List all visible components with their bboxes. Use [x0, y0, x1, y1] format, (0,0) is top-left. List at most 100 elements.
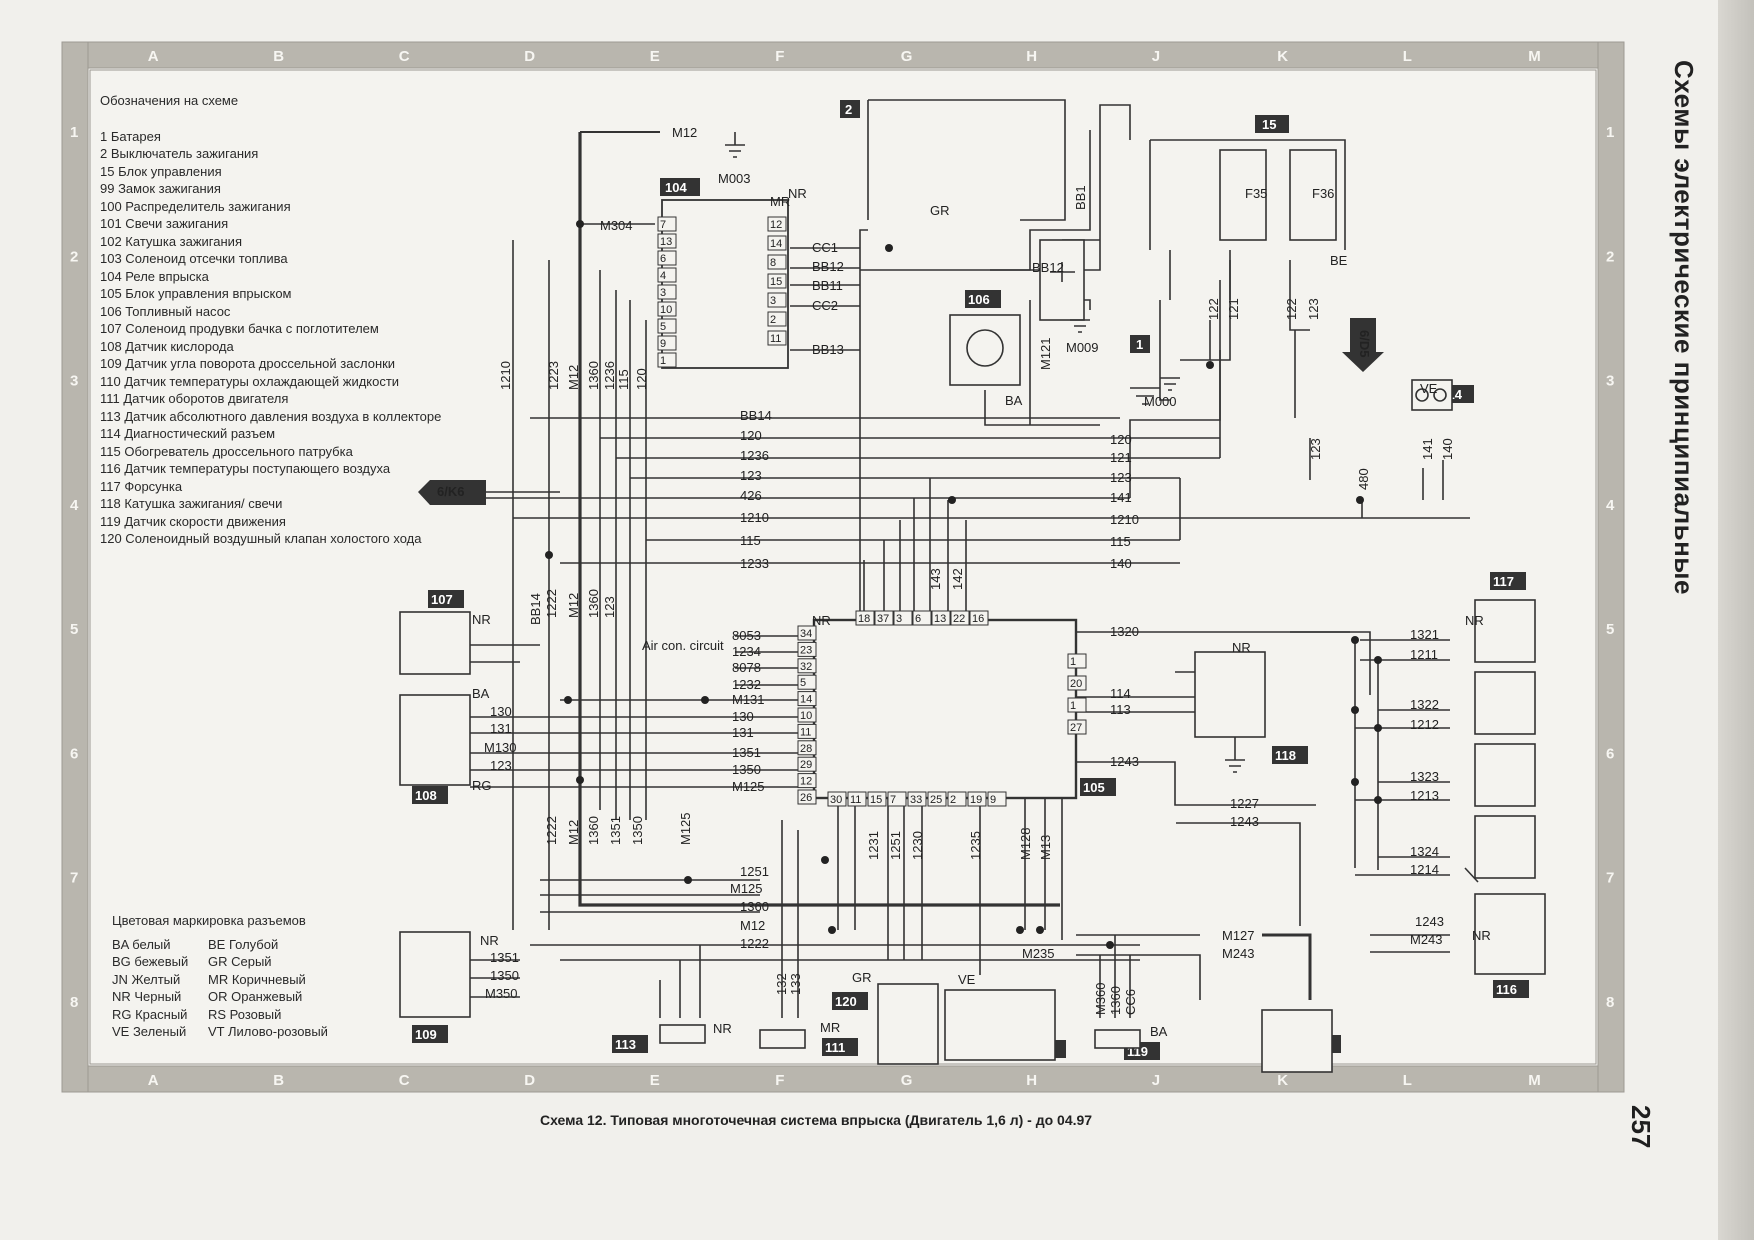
- wire-label: 115: [1110, 534, 1131, 549]
- grid-row-label: 2: [1606, 248, 1614, 265]
- wire-label: 141: [1110, 490, 1132, 505]
- legend-item: 118 Катушка зажигания/ свечи: [100, 496, 283, 511]
- tag-1: 1: [1130, 335, 1150, 353]
- ecu-left-pin-box: [797, 740, 817, 756]
- ecu-left-pin-box: [797, 707, 817, 723]
- grid-row-label: 8: [70, 994, 78, 1011]
- wire-label: 1210: [740, 510, 769, 525]
- ecu-left-pin-box: [797, 723, 817, 739]
- wire-label: 1235: [968, 831, 983, 860]
- ecu-bottom-pin-box: [907, 791, 927, 807]
- wire-label: BB13: [812, 342, 844, 357]
- wire-label: 1210: [498, 361, 513, 390]
- wire-label: M243: [1410, 932, 1443, 947]
- ground-symbols: [725, 132, 1245, 773]
- ecu-left-pin-box: [797, 691, 817, 707]
- legend-item: 103 Соленоид отсечки топлива: [100, 251, 288, 266]
- grid-row-label: 3: [1606, 373, 1614, 390]
- wire-label: 1243: [1230, 814, 1259, 829]
- tag-120: 120: [832, 992, 868, 1010]
- wire-label: 123: [1308, 438, 1323, 460]
- relay-left-pin: 7: [660, 219, 666, 231]
- tag-107: 107: [428, 590, 464, 608]
- ecu-top-pin: 16: [972, 613, 984, 625]
- ecu-top-pin-box: [893, 610, 913, 626]
- wire-label: NR: [1465, 613, 1484, 628]
- wire-label: 1230: [910, 831, 925, 860]
- wire-label: BA: [1005, 393, 1023, 408]
- arrow-left-icon: [418, 480, 486, 505]
- svg-text:2: 2: [845, 102, 852, 117]
- ecu-left-pin-box: [797, 756, 817, 772]
- relay-left-pin: 13: [660, 236, 672, 248]
- wire-label: NR: [1472, 928, 1491, 943]
- ecu-left-pin: 10: [800, 710, 812, 722]
- relay-left-pin: 9: [660, 338, 666, 350]
- grid-column-label: E: [650, 48, 660, 65]
- relay-right-pin-box: [767, 330, 787, 346]
- svg-text:117: 117: [1493, 574, 1514, 589]
- ecu-left-pin: 26: [800, 792, 812, 804]
- grid-row-label: 4: [70, 497, 79, 514]
- svg-text:118: 118: [1275, 748, 1296, 763]
- wire-label: RG: [472, 778, 492, 793]
- ecu-bottom-pin-box: [987, 791, 1007, 807]
- tag-109: 109: [412, 1025, 448, 1043]
- wire-label: 114: [1110, 686, 1131, 701]
- grid-column-label: F: [775, 48, 784, 65]
- svg-text:107: 107: [431, 592, 453, 607]
- svg-text:116: 116: [1496, 982, 1517, 997]
- figure-caption: Схема 12. Типовая многоточечная система …: [540, 1112, 1093, 1128]
- relay-right-pin-box: [767, 311, 787, 327]
- svg-text:109: 109: [415, 1027, 437, 1042]
- wire-label: BA: [1150, 1024, 1168, 1039]
- relay-left-pin-box: [657, 233, 677, 249]
- ecu-left-pin: 5: [800, 677, 806, 689]
- wire-label: 1227: [1230, 796, 1259, 811]
- grid-column-label: F: [775, 1072, 784, 1089]
- grid-row-label: 5: [1606, 621, 1614, 638]
- svg-text:105: 105: [1083, 780, 1105, 795]
- relay-right-pin: 14: [770, 238, 782, 250]
- color-key-item: VE Зеленый: [112, 1024, 187, 1039]
- ecu-top-pin: 3: [896, 613, 902, 625]
- ecu-top-pin-box: [874, 610, 894, 626]
- ecu-bottom-pin-box: [967, 791, 987, 807]
- wire-label: 113: [1110, 702, 1131, 717]
- wire-label: M127: [1222, 928, 1255, 943]
- wire-label: 1251: [740, 864, 769, 879]
- wire-label: 120: [740, 428, 762, 443]
- wire-label: 123: [602, 596, 617, 618]
- color-key-heading: Цветовая маркировка разъемов: [112, 913, 306, 928]
- wire-label: 1236: [602, 361, 617, 390]
- ecu-top-pin: 37: [877, 613, 889, 625]
- wire-label: 140: [1440, 438, 1455, 460]
- grid-column-label: M: [1528, 48, 1541, 65]
- ecu-bottom-pin-box: [947, 791, 967, 807]
- tag-108: 108: [412, 786, 448, 804]
- wire-label: 1322: [1410, 697, 1439, 712]
- wire-label: 132: [774, 973, 789, 995]
- ecu-bottom-pin-box: [927, 791, 947, 807]
- wire-label: 130: [732, 709, 754, 724]
- wire-label: 115: [740, 533, 761, 548]
- wire-label: 122: [1284, 298, 1299, 320]
- ecu-left-pin-box: [797, 789, 817, 805]
- wire-label: M12: [740, 918, 765, 933]
- grid-row-label: 7: [1606, 870, 1614, 887]
- relay-left-pin-box: [657, 250, 677, 266]
- wire-label: CC2: [812, 298, 838, 313]
- wire-label: 142: [950, 568, 965, 590]
- ecu-right-pin: 1: [1070, 656, 1076, 668]
- ecu-left-pin: 34: [800, 628, 812, 640]
- relay-left-pin-box: [657, 216, 677, 232]
- ecu-top-pin: 22: [953, 613, 965, 625]
- ecu-top-pin: 18: [858, 613, 870, 625]
- ecu-left-pin: 28: [800, 743, 812, 755]
- grid-row-label: 1: [70, 124, 78, 141]
- wire-label: 1251: [888, 831, 903, 860]
- ecu-left-pin: 29: [800, 759, 812, 771]
